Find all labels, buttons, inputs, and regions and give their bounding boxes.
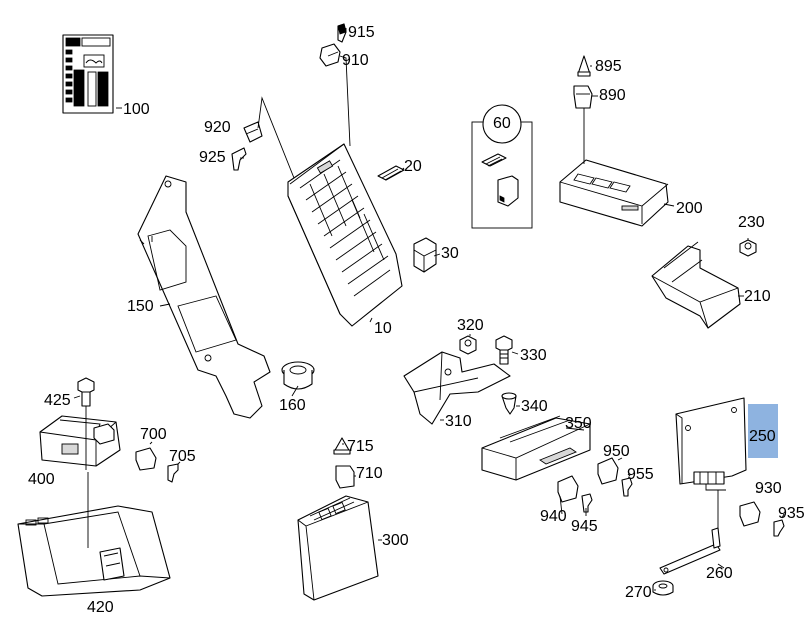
label-160[interactable]: 160	[279, 397, 306, 414]
part-420-tray[interactable]	[17, 505, 171, 597]
label-890[interactable]: 890	[599, 87, 626, 104]
label-915[interactable]: 915	[348, 24, 375, 41]
label-270[interactable]: 270	[625, 584, 652, 601]
part-60-group-box[interactable]	[471, 104, 533, 229]
label-60[interactable]: 60	[493, 115, 511, 132]
part-945-terminal[interactable]	[581, 493, 593, 513]
label-710[interactable]: 710	[356, 465, 383, 482]
part-950-connector[interactable]	[597, 457, 619, 485]
part-200-control-module[interactable]	[559, 159, 669, 227]
label-925[interactable]: 925	[199, 149, 226, 166]
label-420[interactable]: 420	[87, 599, 114, 616]
part-400-module[interactable]	[39, 415, 121, 467]
label-920[interactable]: 920	[204, 119, 231, 136]
label-10[interactable]: 10	[374, 320, 392, 337]
label-700[interactable]: 700	[140, 426, 167, 443]
label-400[interactable]: 400	[28, 471, 55, 488]
part-925-terminal[interactable]	[231, 147, 247, 171]
part-715-terminal[interactable]	[333, 437, 351, 455]
label-150[interactable]: 150	[127, 298, 154, 315]
part-160-grommet[interactable]	[281, 361, 315, 390]
part-250-control-unit[interactable]	[675, 397, 747, 491]
label-715[interactable]: 715	[347, 438, 374, 455]
highlight-250	[748, 404, 778, 458]
part-935-terminal[interactable]	[773, 519, 785, 537]
part-20-relay[interactable]	[377, 165, 405, 181]
part-910-connector[interactable]	[319, 43, 341, 67]
part-10-fuse-box[interactable]	[287, 143, 403, 327]
part-270-nut[interactable]	[652, 580, 674, 596]
label-705[interactable]: 705	[169, 448, 196, 465]
part-710-connector[interactable]	[335, 465, 355, 489]
part-890-connector[interactable]	[573, 85, 593, 109]
label-30[interactable]: 30	[441, 245, 459, 262]
label-230[interactable]: 230	[738, 214, 765, 231]
label-955[interactable]: 955	[627, 466, 654, 483]
label-310[interactable]: 310	[445, 413, 472, 430]
part-230-nut[interactable]	[739, 239, 757, 257]
label-945[interactable]: 945	[571, 518, 598, 535]
part-30-relay[interactable]	[413, 237, 437, 273]
label-930[interactable]: 930	[755, 480, 782, 497]
label-210[interactable]: 210	[744, 288, 771, 305]
label-425[interactable]: 425	[44, 392, 71, 409]
part-700-connector[interactable]	[135, 447, 157, 471]
part-895-terminal[interactable]	[577, 55, 591, 77]
part-210-bracket[interactable]	[651, 241, 741, 329]
part-340-clip[interactable]	[501, 392, 517, 415]
part-150-bracket[interactable]	[137, 175, 271, 419]
part-425-bolt[interactable]	[77, 377, 95, 407]
part-940-connector[interactable]	[557, 475, 579, 503]
part-260-strap[interactable]	[659, 527, 721, 575]
part-930-connector[interactable]	[739, 501, 761, 527]
part-350-control-unit[interactable]	[481, 415, 591, 481]
part-330-bolt[interactable]	[495, 335, 513, 365]
label-340[interactable]: 340	[521, 398, 548, 415]
part-955-terminal[interactable]	[621, 477, 633, 497]
label-935[interactable]: 935	[778, 505, 805, 522]
part-310-bracket[interactable]	[403, 351, 511, 425]
label-100[interactable]: 100	[123, 101, 150, 118]
label-895[interactable]: 895	[595, 58, 622, 75]
label-350[interactable]: 350	[565, 415, 592, 432]
label-260[interactable]: 260	[706, 565, 733, 582]
part-320-nut[interactable]	[459, 335, 477, 355]
part-300-module[interactable]	[297, 495, 379, 601]
label-330[interactable]: 330	[520, 347, 547, 364]
label-300[interactable]: 300	[382, 532, 409, 549]
label-950[interactable]: 950	[603, 443, 630, 460]
label-940[interactable]: 940	[540, 508, 567, 525]
label-20[interactable]: 20	[404, 158, 422, 175]
label-320[interactable]: 320	[457, 317, 484, 334]
part-915-terminal[interactable]	[337, 23, 347, 43]
label-910[interactable]: 910	[342, 52, 369, 69]
part-705-terminal[interactable]	[167, 463, 179, 483]
part-920-connector[interactable]	[243, 121, 263, 143]
label-200[interactable]: 200	[676, 200, 703, 217]
part-100-label-sticker[interactable]	[62, 34, 114, 114]
leader-lines	[73, 28, 785, 591]
label-250[interactable]: 250	[749, 428, 776, 445]
